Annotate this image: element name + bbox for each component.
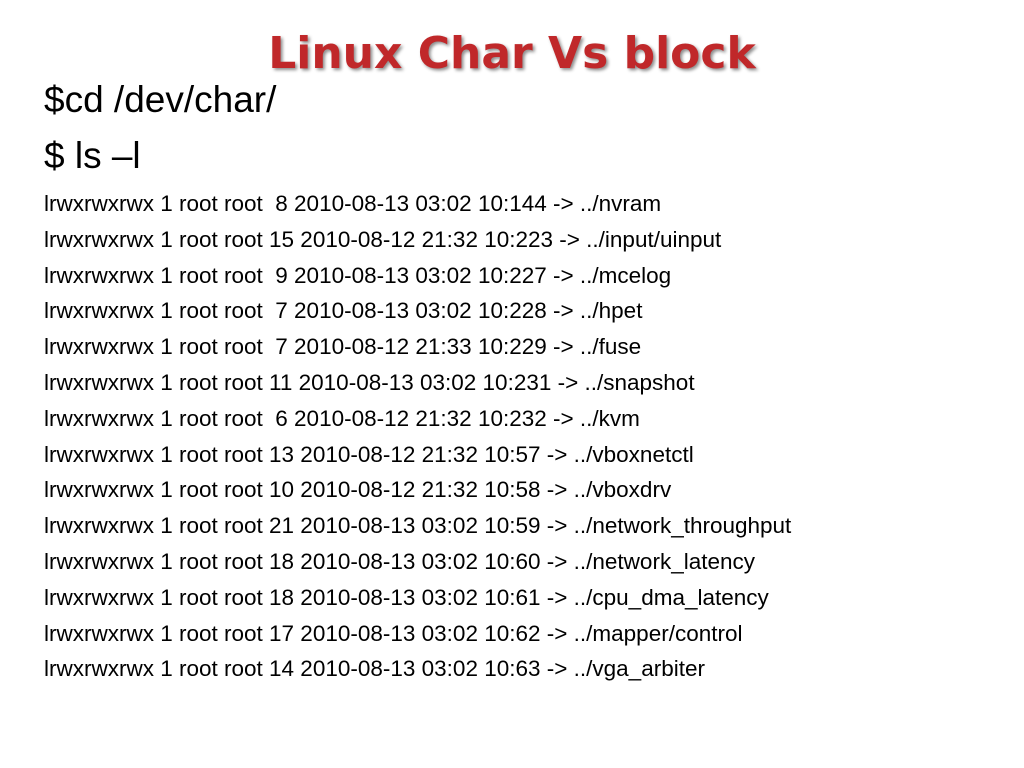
listing-row: lrwxrwxrwx 1 root root 21 2010-08-13 03:… xyxy=(44,513,792,539)
listing-row: lrwxrwxrwx 1 root root 11 2010-08-13 03:… xyxy=(44,369,695,395)
listing-row: lrwxrwxrwx 1 root root 14 2010-08-13 03:… xyxy=(44,656,705,682)
listing-row: lrwxrwxrwx 1 root root 18 2010-08-13 03:… xyxy=(44,584,769,610)
command-block: $cd /dev/char/ $ ls –l xyxy=(44,72,276,184)
listing-row: lrwxrwxrwx 1 root root 9 2010-08-13 03:0… xyxy=(44,262,672,288)
listing-row: lrwxrwxrwx 1 root root 10 2010-08-12 21:… xyxy=(44,477,672,503)
listing-row: lrwxrwxrwx 1 root root 18 2010-08-13 03:… xyxy=(44,548,755,574)
listing-row: lrwxrwxrwx 1 root root 8 2010-08-13 03:0… xyxy=(44,191,662,216)
listing-row: lrwxrwxrwx 1 root root 13 2010-08-12 21:… xyxy=(44,441,694,467)
command-cd: $cd /dev/char/ xyxy=(44,79,277,120)
listing-row: lrwxrwxrwx 1 root root 15 2010-08-12 21:… xyxy=(44,226,722,252)
directory-listing: lrwxrwxrwx 1 root root 8 2010-08-13 03:0… xyxy=(44,186,1014,687)
listing-row: lrwxrwxrwx 1 root root 7 2010-08-12 21:3… xyxy=(44,334,642,360)
listing-row: lrwxrwxrwx 1 root root 6 2010-08-12 21:3… xyxy=(44,405,640,431)
slide-title: Linux Char Vs block xyxy=(268,28,756,79)
listing-row: lrwxrwxrwx 1 root root 7 2010-08-13 03:0… xyxy=(44,298,643,324)
listing-row: lrwxrwxrwx 1 root root 17 2010-08-13 03:… xyxy=(44,620,743,646)
command-ls: $ ls –l xyxy=(44,135,141,176)
